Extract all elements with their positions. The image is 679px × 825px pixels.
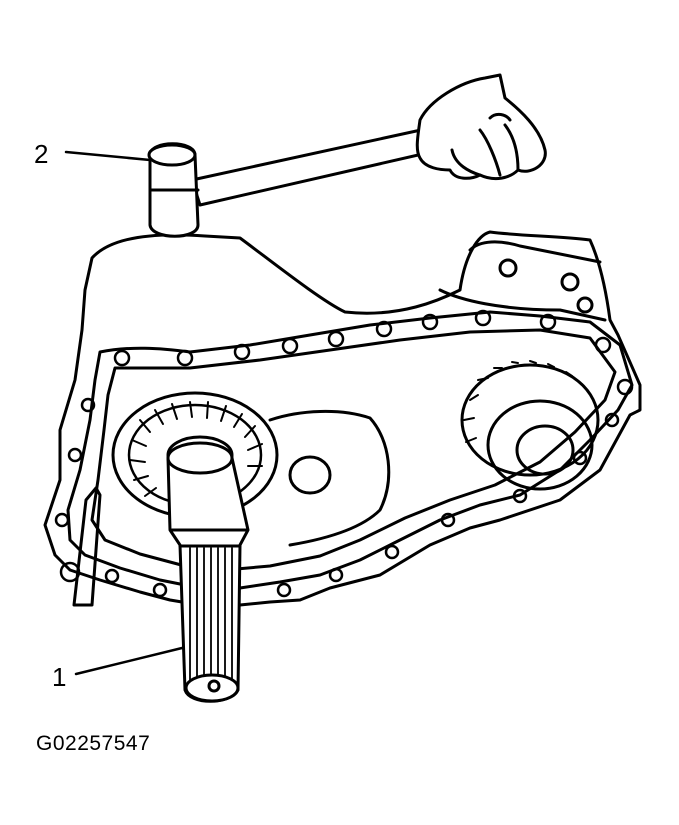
- hand-finger: [450, 148, 482, 177]
- shaft-end-face: [184, 673, 240, 703]
- leader-line-1: [74, 646, 184, 676]
- case-bolt-boss: [498, 258, 518, 278]
- shaft-splines: [189, 547, 233, 691]
- sprocket-teeth: [463, 360, 588, 443]
- shaft-center-hole: [207, 679, 221, 693]
- output-shaft-body: [166, 456, 250, 703]
- case-inner-shoulder: [438, 288, 607, 322]
- sprocket-hub-outer: [486, 399, 594, 491]
- drive-sprocket: [460, 363, 600, 477]
- sprocket-hub-inner: [515, 424, 575, 476]
- shift-rail: [72, 486, 102, 607]
- case-housing-outline: [43, 230, 642, 607]
- case-bolt-boss: [576, 296, 594, 314]
- callout-1-number: 1: [52, 662, 67, 692]
- hand-finger: [503, 123, 520, 172]
- figure-id: G02257547: [36, 732, 151, 755]
- case-flange-outline: [66, 310, 634, 590]
- case-bolt-boss: [560, 272, 580, 292]
- callout-2-number: 2: [34, 139, 49, 169]
- shaft-collar-top-face: [166, 441, 234, 475]
- hand-finger: [478, 128, 502, 177]
- hand-knuckle: [488, 112, 512, 122]
- mallet-head-top: [147, 143, 197, 167]
- hand: [415, 73, 547, 181]
- case-upper-right-rib: [468, 240, 602, 264]
- case-interior-rib: [268, 409, 391, 547]
- bearing-rollers: [129, 401, 263, 497]
- case-interior-hole: [288, 455, 332, 495]
- mallet-handle: [190, 126, 442, 207]
- leader-line-2: [64, 150, 152, 162]
